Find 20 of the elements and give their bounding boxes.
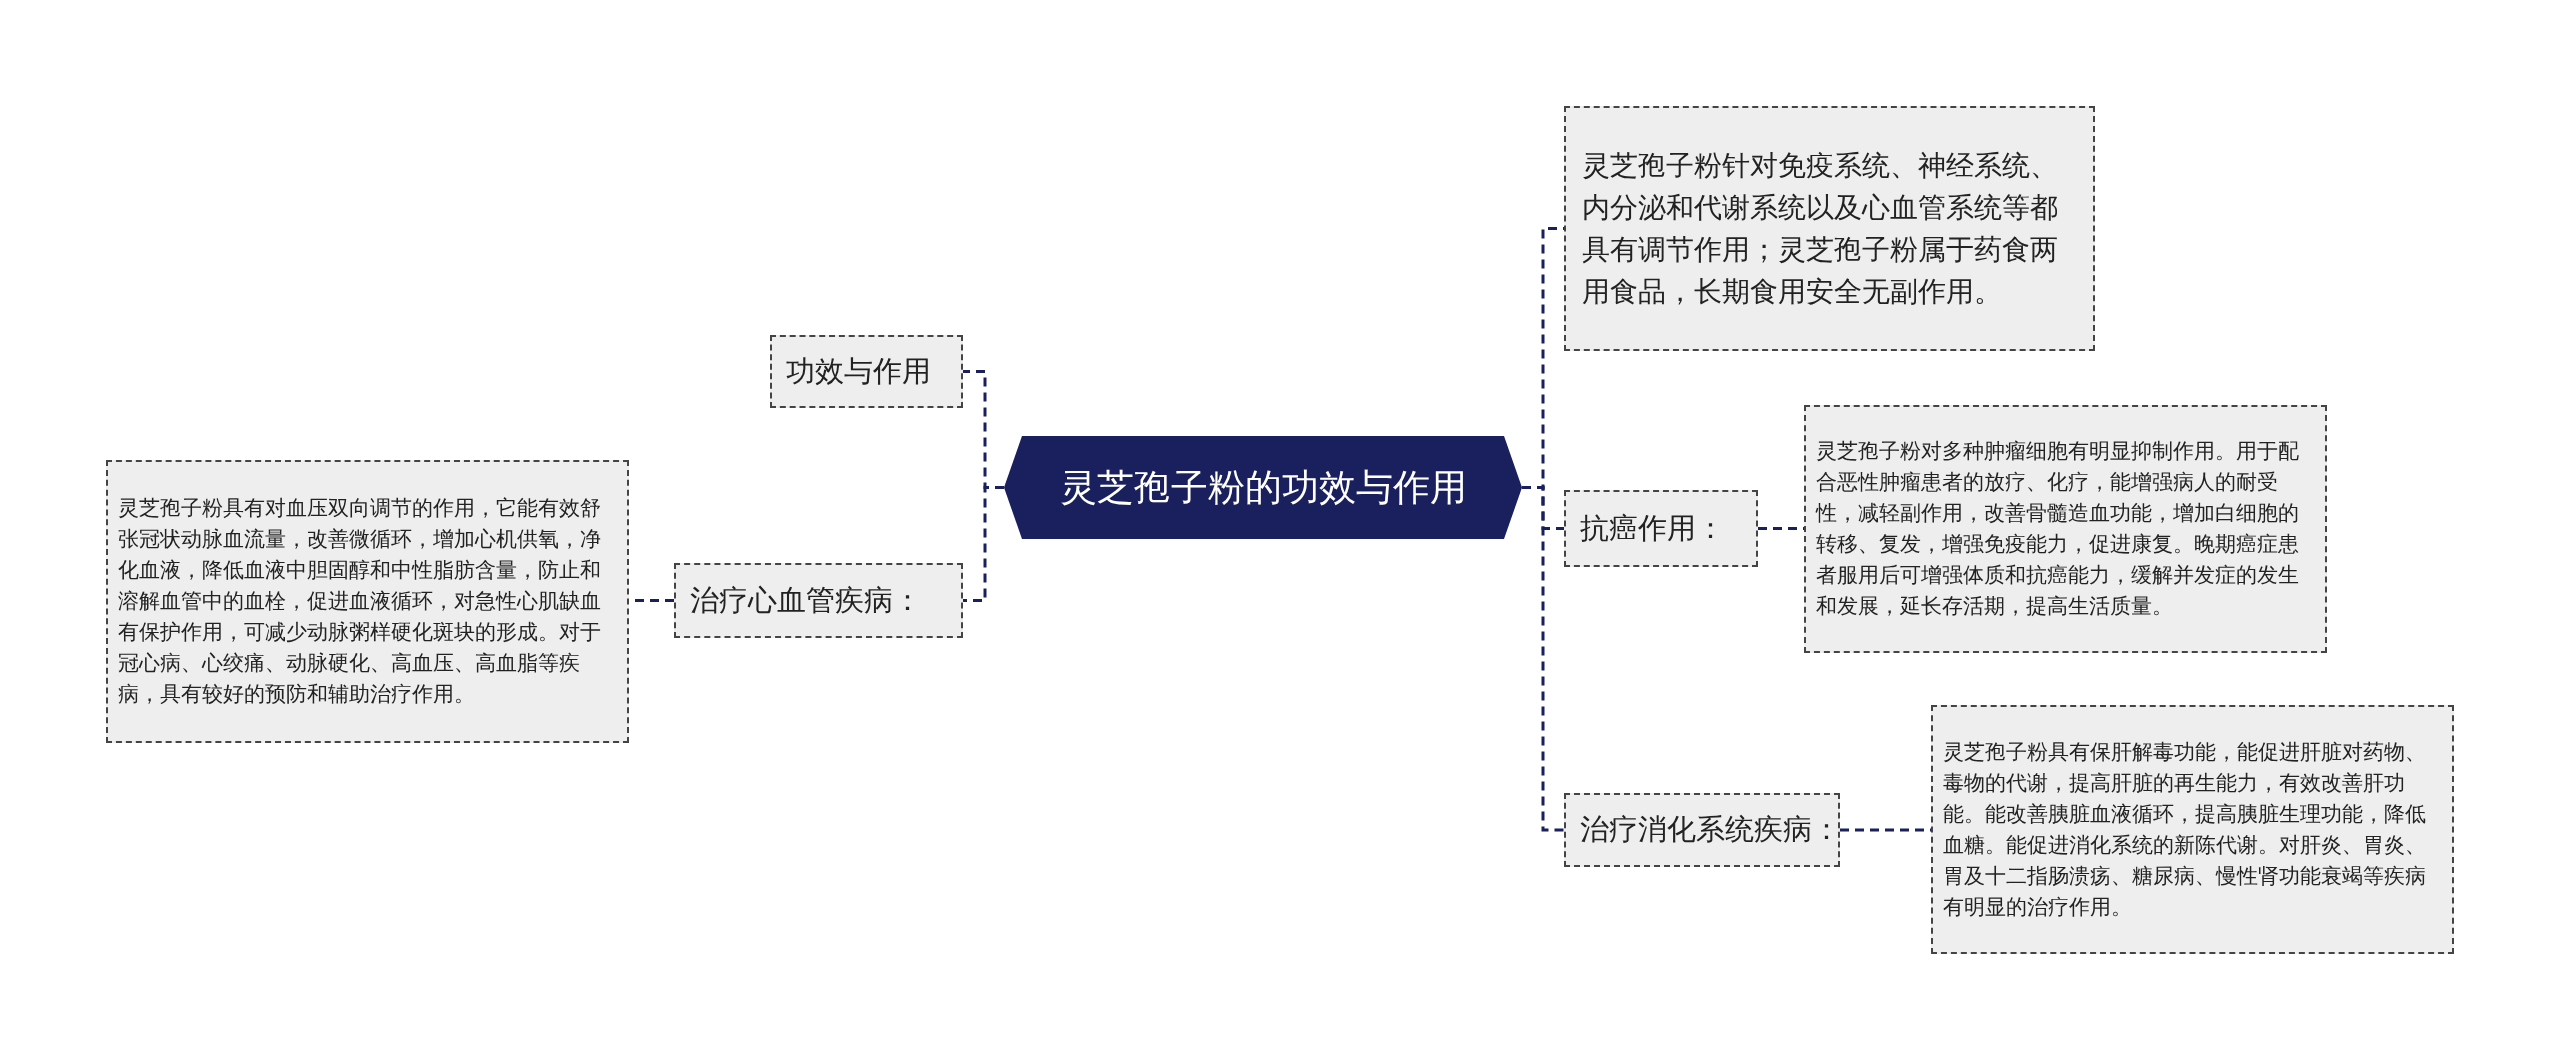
- note-box: [1564, 106, 2095, 351]
- branch-box: [1564, 793, 1840, 867]
- connector-line: [1522, 486, 1564, 832]
- note-box: [1931, 705, 2454, 954]
- note-text: 灵芝孢子粉具有保肝解毒功能，能促进肝脏对药物、毒物的代谢，提高肝脏的再生能力，有效改善肝功能。能改善胰脏血液循环，提高胰脏生理功能，降低血糖。能促进消化系统的新陈代谢。对肝炎、胃炎、胃及十二指肠溃疡、糖尿病、慢性肾功能衰竭等疾病有明显的治疗作用。: [1943, 738, 2427, 921]
- branch-box: [674, 563, 963, 638]
- branch-box: [770, 335, 963, 408]
- branch-label: 治疗心血管疾病：: [690, 581, 922, 619]
- note-box: [1804, 405, 2327, 653]
- topic-title: 灵芝孢子粉的功效与作用: [1059, 464, 1467, 511]
- branch-box: [1564, 490, 1758, 567]
- note-text: 灵芝孢子粉具有对血压双向调节的作用，它能有效舒张冠状动脉血流量，改善微循环，增加心机供氧，净化血液，降低血液中胆固醇和中性脂肪含量，防止和溶解血管中的血栓，促进血液循环，对急性心肌缺血有保护作用，可减少动脉粥样硬化斑块的形成。对于冠心病、心绞痛、动脉硬化、高血压、高血脂等疾病，具有较好的预防和辅助治疗作用。: [118, 495, 602, 708]
- branch-label: 治疗消化系统疾病：: [1580, 811, 1841, 848]
- note-text: 灵芝孢子粉针对免疫系统、神经系统、内分泌和代谢系统以及心血管系统等都具有调节作用；灵芝孢子粉属于药食两用食品，长期食用安全无副作用。: [1582, 147, 2059, 310]
- note-box: [106, 460, 629, 743]
- connector-line: [963, 486, 1004, 602]
- topic-hexagon: [1004, 436, 1522, 539]
- branch-label: 抗癌作用：: [1580, 509, 1725, 547]
- note-text: 灵芝孢子粉对多种肿瘤细胞有明显抑制作用。用于配合恶性肿瘤患者的放疗、化疗，能增强病人的耐受性，减轻副作用，改善骨髓造血功能，增加白细胞的转移、复发，增强免疫能力，促进康复。晚期癌症患者服用后可增强体质和抗癌能力，缓解并发症的发生和发展，延长存活期，提高生活质量。: [1816, 438, 2300, 620]
- branch-label: 功效与作用: [786, 352, 931, 390]
